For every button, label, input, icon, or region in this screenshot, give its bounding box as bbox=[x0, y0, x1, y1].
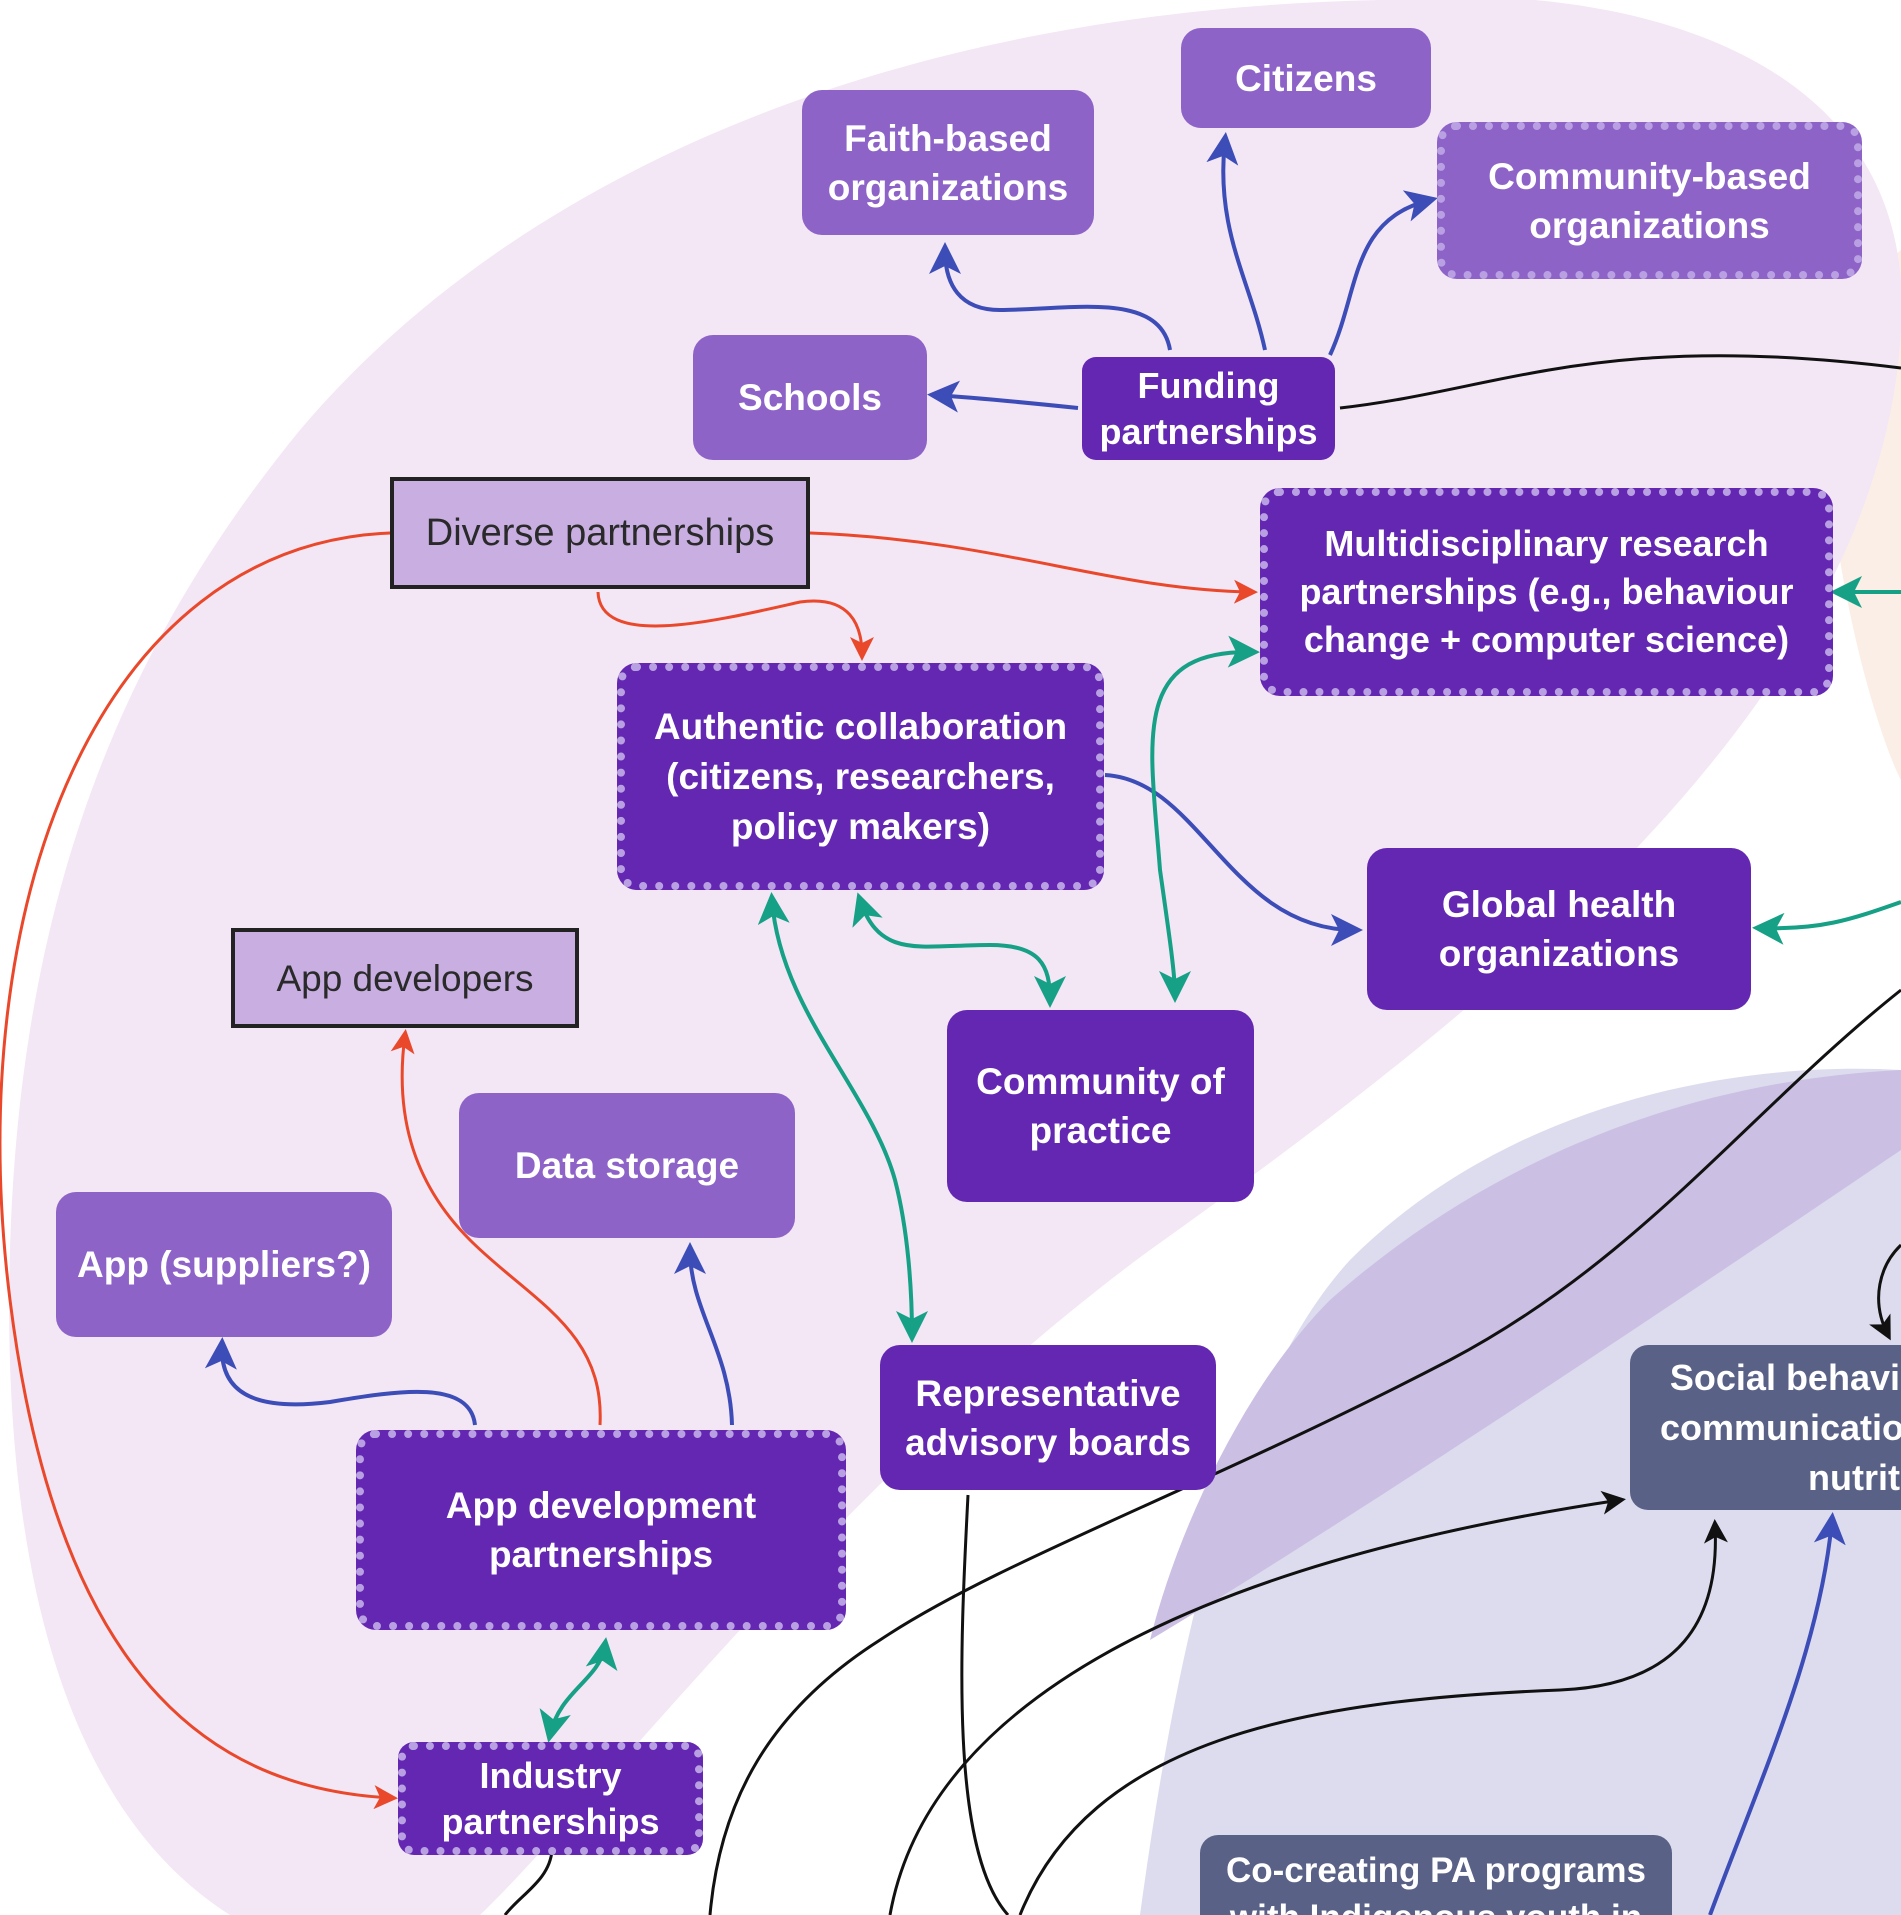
node-social-behavior-label: Social behavi communicatio nutrit bbox=[1660, 1356, 1901, 1498]
node-app-suppliers-label: App (suppliers?) bbox=[77, 1244, 371, 1285]
edge-appdev-suppliers bbox=[204, 1337, 477, 1426]
node-faith-based-label: Faith-based organizations bbox=[827, 117, 1069, 208]
node-industry-label: Industry partnerships bbox=[441, 1754, 660, 1842]
node-industry[interactable]: Industry partnerships bbox=[398, 1742, 703, 1855]
edge-funding-schools bbox=[927, 380, 1079, 413]
edge-diverse-multidisciplinary bbox=[809, 531, 1258, 604]
node-authentic[interactable]: Authentic collaboration (citizens, resea… bbox=[617, 663, 1104, 890]
node-schools-label: Schools bbox=[738, 377, 882, 418]
edge-industry-down bbox=[503, 1849, 554, 1915]
node-community-practice[interactable]: Community of practice bbox=[947, 1010, 1254, 1202]
node-representative-label: Representative advisory boards bbox=[905, 1372, 1191, 1463]
edge-authentic-community-practice bbox=[852, 892, 1066, 1008]
node-global-health[interactable]: Global health organizations bbox=[1367, 848, 1751, 1010]
node-co-creating-label: Co-creating PA programs with Indigenous … bbox=[1225, 1851, 1647, 1915]
edge-multidisciplinary-community-practice bbox=[1150, 635, 1260, 1003]
overlap-region bbox=[1150, 1070, 1901, 1640]
edge-funding-citizens bbox=[1206, 132, 1267, 351]
edge-appdev-industry bbox=[539, 1637, 618, 1743]
node-multidisciplinary-label: Multidisciplinary research partnerships … bbox=[1299, 523, 1794, 660]
edge-funding-community bbox=[1328, 190, 1438, 356]
node-social-behavior[interactable]: Social behavi communicatio nutrit bbox=[1630, 1345, 1901, 1510]
node-co-creating[interactable]: Co-creating PA programs with Indigenous … bbox=[1200, 1835, 1672, 1915]
node-global-health-label: Global health organizations bbox=[1438, 884, 1680, 974]
node-app-developers[interactable]: App developers bbox=[231, 928, 579, 1028]
edge-co-creating-social bbox=[1708, 1512, 1846, 1915]
edge-diverse-industry bbox=[0, 531, 398, 1810]
node-community-based-label: Community-based organizations bbox=[1488, 155, 1811, 246]
node-funding[interactable]: Funding partnerships bbox=[1082, 357, 1335, 460]
node-faith-based[interactable]: Faith-based organizations bbox=[802, 90, 1094, 235]
edge-diverse-authentic bbox=[596, 591, 874, 661]
node-app-developers-label: App developers bbox=[276, 957, 534, 999]
edge-representative-down bbox=[960, 1494, 1010, 1915]
node-diverse[interactable]: Diverse partnerships bbox=[390, 477, 810, 589]
node-authentic-label: Authentic collaboration (citizens, resea… bbox=[653, 705, 1068, 847]
edge-to-social-2 bbox=[1018, 1519, 1728, 1915]
node-community-based[interactable]: Community-based organizations bbox=[1437, 122, 1862, 279]
edge-to-social-1 bbox=[888, 1490, 1626, 1915]
node-app-dev-partnerships-label: App development partnerships bbox=[445, 1485, 757, 1575]
blue-region bbox=[1140, 1068, 1901, 1915]
node-multidisciplinary[interactable]: Multidisciplinary research partnerships … bbox=[1260, 488, 1833, 696]
node-schools[interactable]: Schools bbox=[693, 335, 927, 460]
node-citizens-label: Citizens bbox=[1235, 57, 1377, 99]
node-data-storage-label: Data storage bbox=[514, 1145, 740, 1186]
edge-offscreen-social bbox=[1869, 1243, 1901, 1341]
node-representative[interactable]: Representative advisory boards bbox=[880, 1345, 1216, 1490]
node-funding-label: Funding partnerships bbox=[1099, 364, 1318, 452]
edge-funding-offscreen bbox=[1339, 354, 1901, 410]
edge-authentic-global bbox=[1104, 773, 1363, 946]
edge-authentic-representative bbox=[757, 892, 928, 1343]
node-app-suppliers[interactable]: App (suppliers?) bbox=[56, 1192, 392, 1337]
node-app-dev-partnerships[interactable]: App development partnerships bbox=[356, 1430, 846, 1630]
edge-offscreen-global bbox=[1752, 900, 1901, 945]
node-citizens[interactable]: Citizens bbox=[1181, 28, 1431, 128]
node-diverse-label: Diverse partnerships bbox=[425, 511, 775, 554]
node-community-practice-label: Community of practice bbox=[976, 1061, 1225, 1151]
edge-appdev-datastorage bbox=[674, 1242, 734, 1426]
edge-funding-faith bbox=[929, 242, 1172, 351]
node-data-storage[interactable]: Data storage bbox=[459, 1093, 795, 1238]
edge-appdev-appdevelopers bbox=[390, 1029, 602, 1426]
